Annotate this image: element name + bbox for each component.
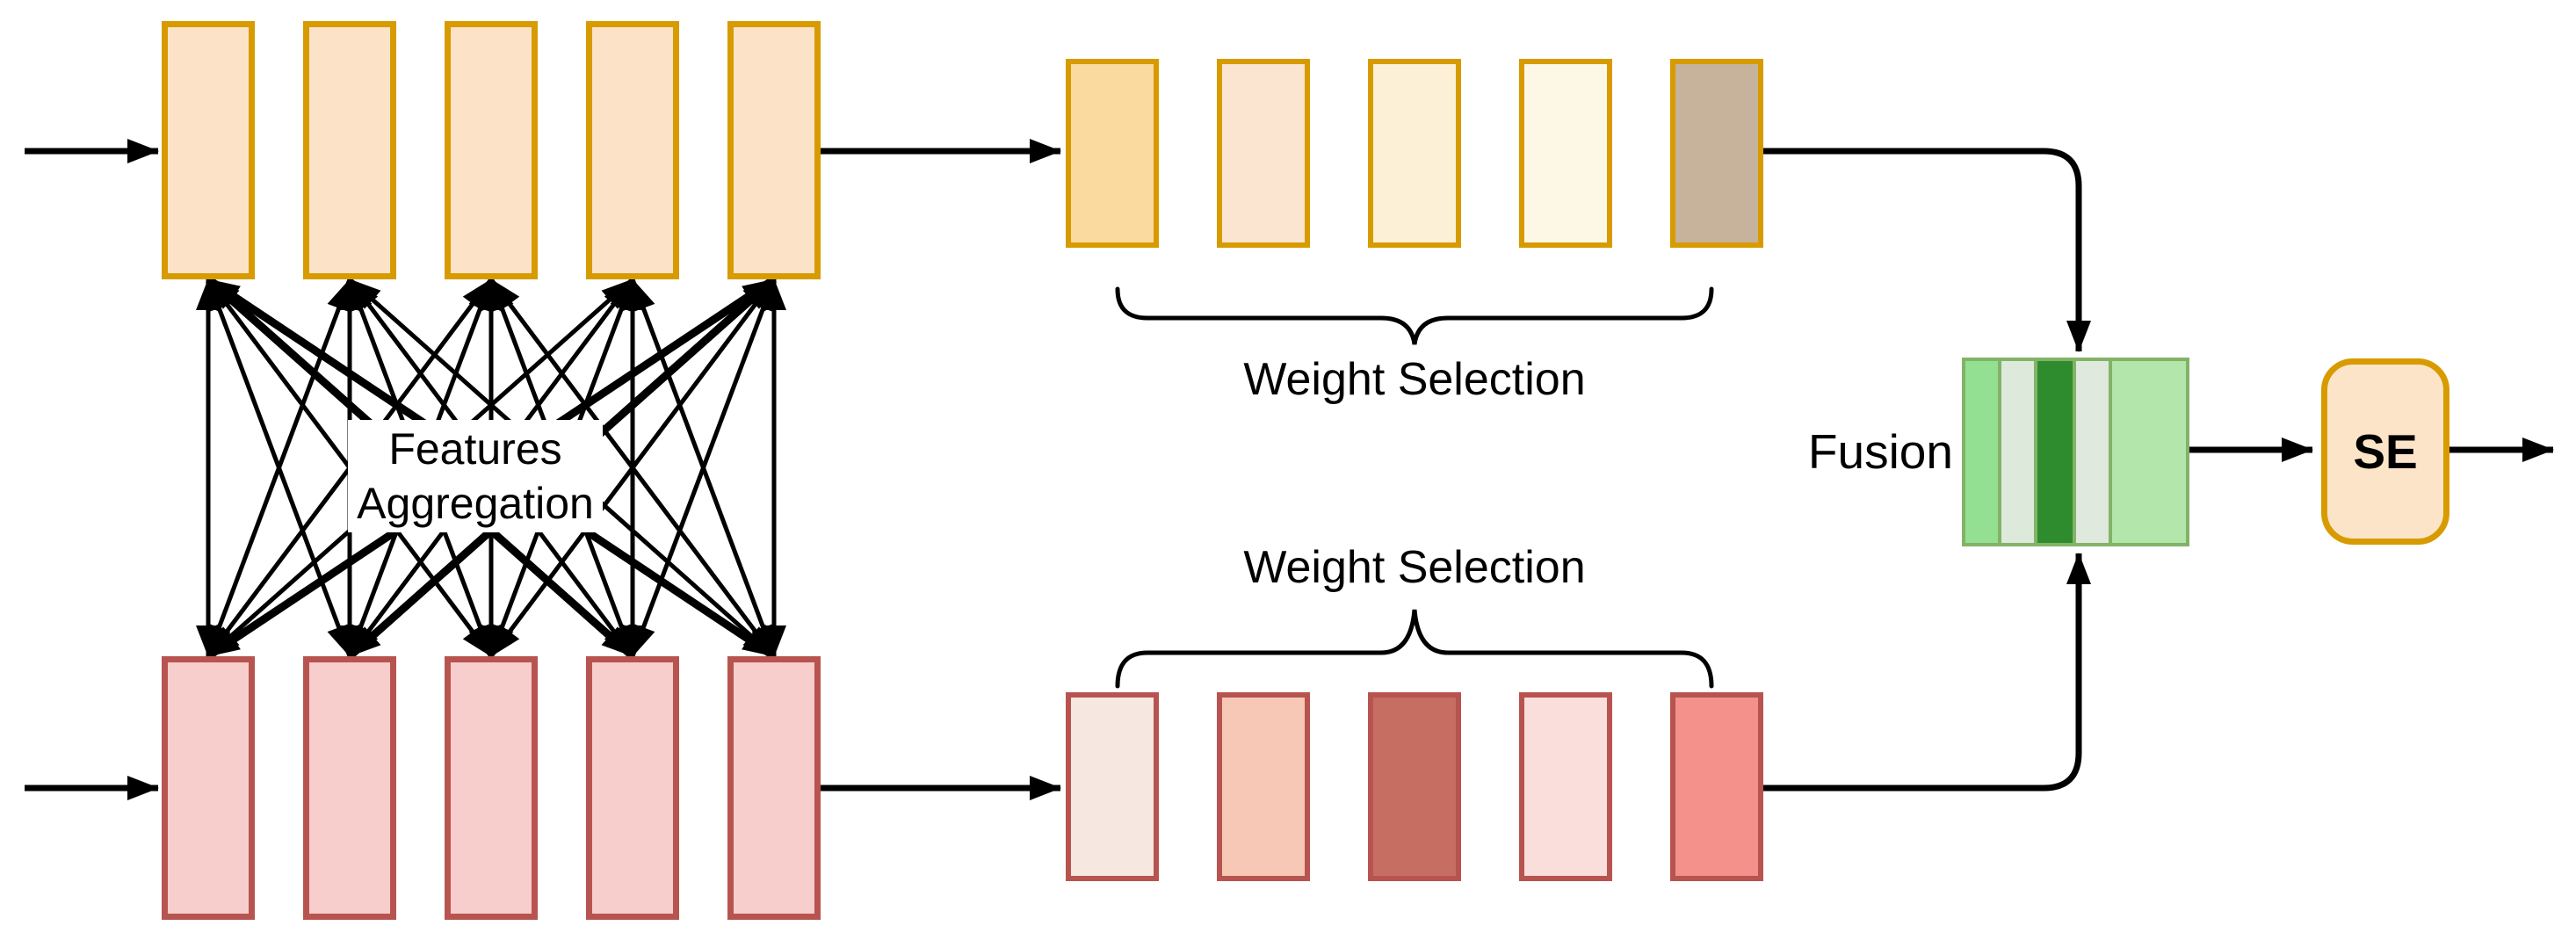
aggregation-arrow-5-4	[630, 278, 777, 657]
bottom-feature-block-3	[445, 656, 538, 920]
weight-selection-label-bottom: Weight Selection	[1243, 542, 1586, 593]
fusion-stripe-4	[2076, 361, 2109, 543]
features-aggregation-label-line2: Aggregation	[357, 479, 594, 528]
ws-bottom-block-2	[1217, 692, 1310, 881]
features-aggregation-label-line1: Features	[388, 424, 562, 474]
ws-top-block-2	[1217, 59, 1310, 248]
bottom-feature-block-1	[162, 656, 255, 920]
ws-bottom-block-1	[1066, 692, 1159, 881]
top-feature-block-2	[303, 21, 396, 279]
bottom-ws-to-fusion-arrow	[1763, 553, 2091, 792]
features-aggregation-label: Features Aggregation	[348, 420, 603, 532]
ws-bottom-block-4	[1519, 692, 1612, 881]
top-feature-block-4	[586, 21, 679, 279]
top-weight-selection-brace	[1115, 286, 1714, 345]
fusion-stripe-1	[1965, 361, 1998, 543]
ws-top-block-1	[1066, 59, 1159, 248]
ws-bottom-block-5	[1670, 692, 1763, 881]
weight-selection-label-top: Weight Selection	[1243, 354, 1586, 405]
fusion-block	[1962, 358, 2189, 546]
top-feature-block-1	[162, 21, 255, 279]
fusion-label: Fusion	[1807, 424, 1953, 479]
ws-top-block-3	[1368, 59, 1461, 248]
top-ws-to-fusion-arrow	[1763, 148, 2091, 352]
se-block: SE	[2321, 358, 2449, 545]
fusion-stripe-5	[2112, 361, 2186, 543]
bottom-weight-selection-brace	[1115, 609, 1714, 689]
fusion-stripe-2	[2001, 361, 2034, 543]
bottom-feature-block-2	[303, 656, 396, 920]
bottom-feature-block-4	[586, 656, 679, 920]
top-feature-block-5	[727, 21, 821, 279]
fusion-stripe-3	[2037, 361, 2073, 543]
ws-top-block-4	[1519, 59, 1612, 248]
ws-bottom-block-3	[1368, 692, 1461, 881]
bottom-feature-block-5	[727, 656, 821, 920]
ws-top-block-5	[1670, 59, 1763, 248]
top-feature-block-3	[445, 21, 538, 279]
